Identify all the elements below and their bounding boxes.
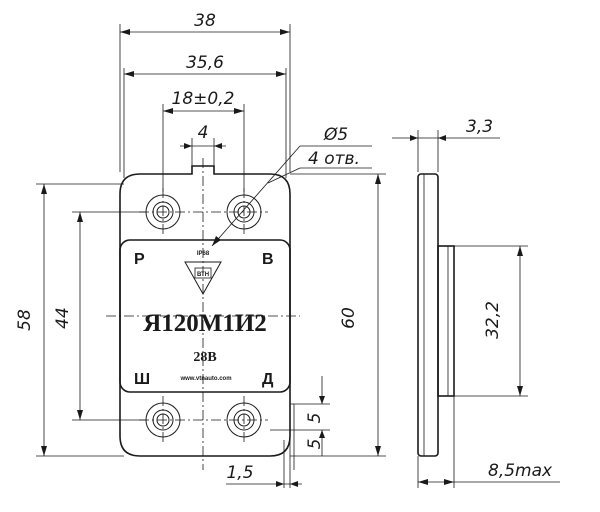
- svg-text:5: 5: [305, 439, 325, 450]
- manufacturer-website: www.vtnauto.com: [179, 376, 231, 382]
- dimension-inner-span: 18±0,2: [162, 89, 245, 192]
- terminal-label-top-right: В: [262, 251, 274, 268]
- svg-text:60: 60: [339, 307, 359, 329]
- dimension-side-depth: 8,5max: [417, 396, 560, 488]
- ip-rating: IP68: [197, 251, 210, 257]
- dimension-side-thickness: 3,3: [392, 117, 500, 172]
- terminal-label-bottom-left: Ш: [134, 371, 150, 388]
- voltage-rating: 28В: [193, 350, 216, 365]
- terminal-label-top-left: Р: [134, 251, 145, 268]
- svg-text:Ø5: Ø5: [323, 125, 348, 145]
- svg-text:8,5max: 8,5max: [488, 461, 553, 481]
- dimension-height-holes: 44: [53, 211, 146, 421]
- dimension-side-height: 32,2: [454, 245, 528, 397]
- svg-text:35,6: 35,6: [186, 53, 224, 73]
- terminal-label-bottom-right: Д: [262, 371, 274, 388]
- side-view-plate: [417, 173, 439, 457]
- svg-text:5: 5: [305, 413, 325, 424]
- dimension-hole-span: 35,6: [123, 53, 287, 178]
- svg-text:4 отв.: 4 отв.: [308, 149, 360, 169]
- model-number: Я120М1И2: [143, 310, 267, 337]
- side-view-body: [437, 245, 455, 397]
- brand-triangle-icon: [184, 261, 222, 296]
- center-lines: [106, 158, 300, 470]
- svg-text:32,2: 32,2: [483, 301, 503, 339]
- dimension-height-total: 58: [15, 183, 124, 457]
- svg-text:44: 44: [53, 307, 73, 329]
- svg-text:38: 38: [194, 11, 216, 31]
- mounting-plate-outline: [119, 165, 291, 457]
- svg-text:4: 4: [198, 123, 209, 143]
- dimension-height-plate: 60: [290, 173, 386, 457]
- dimension-thickness: 1,5: [226, 440, 302, 488]
- svg-text:3,3: 3,3: [466, 117, 493, 137]
- hole-diameter-callout: Ø5 4 отв.: [211, 125, 372, 247]
- svg-text:1,5: 1,5: [226, 463, 253, 483]
- dimension-total-width: 38: [119, 11, 291, 172]
- dimension-slot-width: 4: [180, 123, 226, 168]
- brand-mark: ВТН: [197, 272, 209, 278]
- dimension-edge-offsets: 5 5: [270, 376, 330, 470]
- svg-text:18±0,2: 18±0,2: [172, 89, 235, 109]
- svg-text:58: 58: [15, 309, 35, 331]
